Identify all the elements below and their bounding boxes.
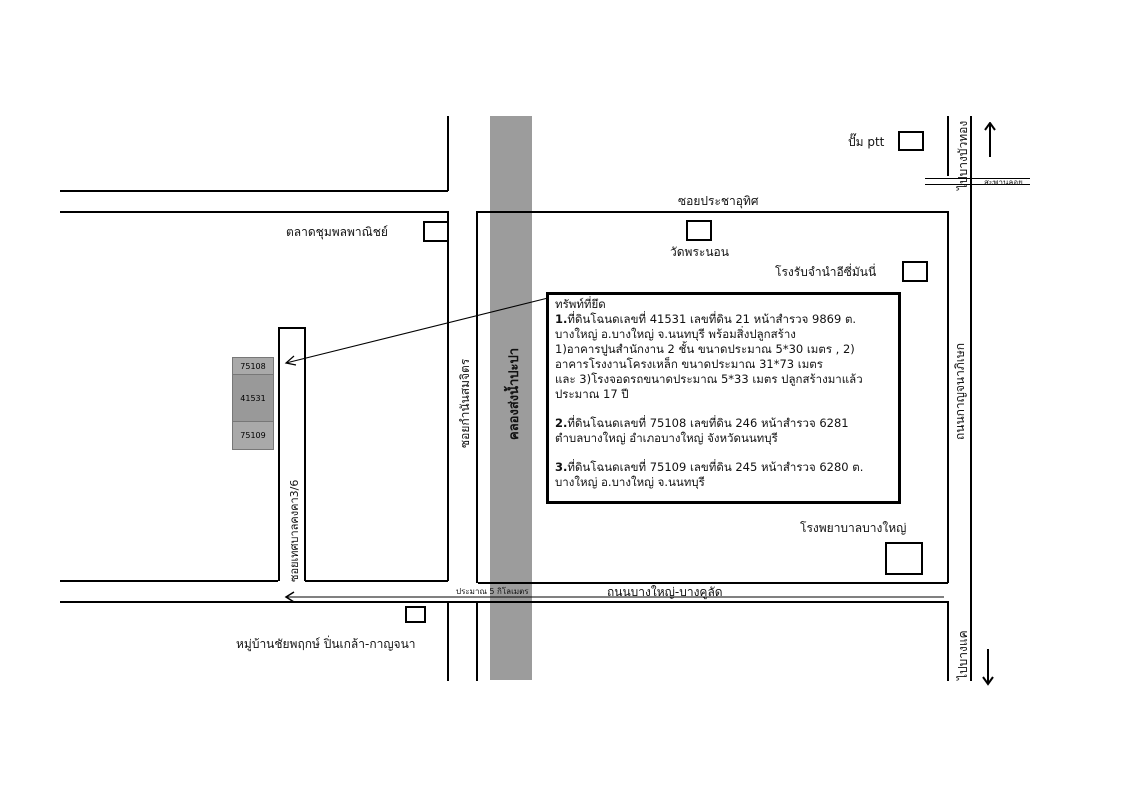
- info-item-3: 3.ที่ดินโฉนดเลขที่ 75109 เลขที่ดิน 245 ห…: [555, 460, 892, 490]
- info-item-1-text: ที่ดินโฉนดเลขที่ 41531 เลขที่ดิน 21 หน้า…: [555, 312, 863, 401]
- parcel-75109: 75109: [232, 421, 274, 450]
- temple-label: วัดพระนอน: [670, 245, 729, 259]
- info-item-3-text: ที่ดินโฉนดเลขที่ 75109 เลขที่ดิน 245 หน้…: [555, 460, 864, 489]
- road-bangkulat-upper-right: [478, 582, 948, 584]
- road-top-right-stub2: [925, 184, 1030, 185]
- distance-note: ประมาณ 5 กิโลเมตร: [456, 587, 529, 596]
- road-bangkulat-lower: [60, 601, 948, 603]
- temple-icon: [686, 220, 712, 241]
- market-label: ตลาดชุมพลพาณิชย์: [286, 225, 388, 239]
- pawnshop-icon: [902, 261, 928, 282]
- soi-thesaban-right: [304, 327, 306, 581]
- info-title: ทรัพท์ที่ยึด: [555, 297, 606, 311]
- info-item-2: 2.ที่ดินโฉนดเลขที่ 75108 เลขที่ดิน 246 ห…: [555, 416, 892, 446]
- info-item-1: 1.ที่ดินโฉนดเลขที่ 41531 เลขที่ดิน 21 หน…: [555, 312, 892, 402]
- village-label: หมู่บ้านชัยพฤกษ์ ปิ่นเกล้า-กาญจนา: [236, 637, 416, 651]
- road-bangkulat-upper-left: [60, 580, 278, 582]
- soi-kamnan-label: ซอยกำนันสมจิตร: [458, 358, 472, 448]
- canal-right-edge-bot: [476, 601, 478, 681]
- pointer-arrow-icon: [284, 297, 549, 366]
- soi-thesaban-label: ซอยเทศบาลคงคา3/6: [288, 479, 301, 582]
- soi-kamnan-left-bot: [447, 601, 449, 681]
- info-item-3-number: 3.: [555, 460, 568, 474]
- soi-thesaban-left: [278, 327, 280, 581]
- bang-yai-bang-kulat-label: ถนนบางใหญ่-บางคูลัด: [607, 585, 723, 599]
- pawnshop-label: โรงรับจำนำอีซี่มันนี่: [775, 265, 877, 279]
- kanchanaphisek-left-bot: [947, 601, 949, 681]
- soi-pracha-uthit-label: ซอยประชาอุทิศ: [678, 194, 759, 208]
- parcel-75108: 75108: [232, 357, 274, 375]
- road-pracha-uthit-lower: [478, 211, 948, 213]
- to-bang-bua-thong-label: ไปบางบัวทอง: [956, 120, 970, 190]
- info-item-2-number: 2.: [555, 416, 568, 430]
- info-item-2-text: ที่ดินโฉนดเลขที่ 75108 เลขที่ดิน 246 หน้…: [555, 416, 849, 445]
- road-top-left-edge: [60, 190, 448, 192]
- ptt-label: ปั๊ม ptt: [848, 135, 885, 149]
- road-top-right-stub: [925, 178, 1030, 179]
- arrow-down-icon: [982, 649, 994, 686]
- hospital-label: โรงพยาบาลบางใหญ่: [800, 521, 907, 535]
- canal-band: [490, 116, 532, 680]
- parcel-41531: 41531: [232, 374, 274, 422]
- canal-right-edge-top: [476, 211, 478, 583]
- kanchanaphisek-right: [970, 116, 972, 681]
- hospital-icon: [885, 542, 923, 575]
- kanchanaphisek-label: ถนนกาญจนาภิเษก: [953, 342, 967, 440]
- soi-thesaban-top: [278, 327, 306, 329]
- ptt-icon: [898, 131, 924, 151]
- soi-kamnan-left-top: [447, 116, 449, 191]
- info-item-1-number: 1.: [555, 312, 568, 326]
- side-soi-label: สะพานลอย: [984, 178, 1023, 187]
- kanchanaphisek-left-mid: [947, 211, 949, 583]
- market-icon: [423, 221, 449, 242]
- arrow-up-icon: [984, 122, 996, 157]
- road-bangkulat-upper-mid: [305, 580, 448, 582]
- village-icon: [405, 606, 426, 623]
- seized-property-info-box: ทรัพท์ที่ยึด 1.ที่ดินโฉนดเลขที่ 41531 เล…: [546, 292, 901, 504]
- to-bang-khae-label: ไปบางแค: [956, 630, 970, 680]
- arrow-left-icon: [284, 591, 944, 603]
- kanchanaphisek-left-top: [947, 116, 949, 176]
- soi-kamnan-left-mid: [447, 211, 449, 581]
- road-mid-left-upper: [60, 211, 448, 213]
